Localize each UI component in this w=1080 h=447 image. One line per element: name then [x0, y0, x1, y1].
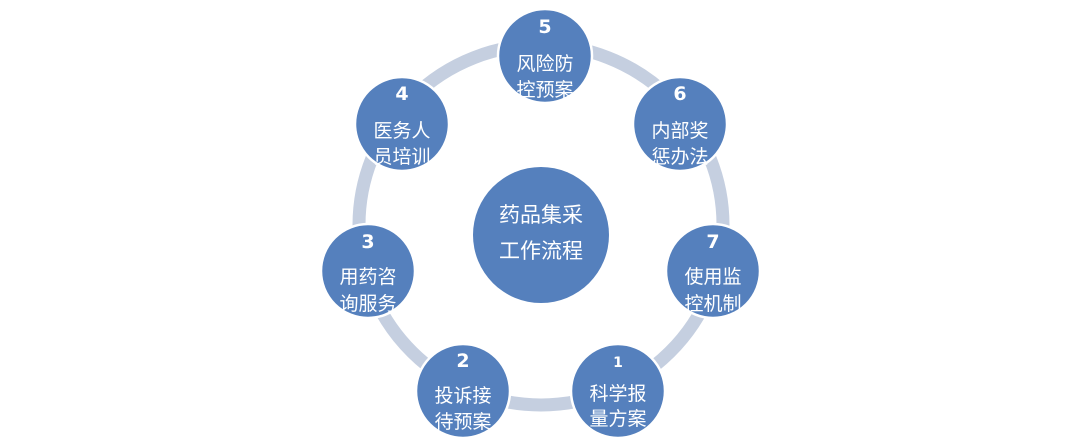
step-circle	[353, 75, 451, 173]
step-circle	[414, 342, 512, 440]
step-number: 7	[706, 231, 719, 253]
step-node-1: 1 科学报 量方案	[569, 342, 667, 440]
step-label-line1: 使用监	[684, 266, 741, 288]
step-number: 2	[456, 350, 469, 372]
center-circle	[473, 167, 609, 303]
step-number: 3	[361, 231, 374, 253]
step-node-6: 6 内部奖 惩办法	[631, 75, 729, 173]
step-circle	[496, 7, 594, 105]
center-title-line2: 工作流程	[499, 239, 583, 263]
step-label-line2: 待预案	[434, 411, 491, 433]
step-circle	[664, 222, 762, 320]
step-number: 6	[673, 83, 686, 105]
step-circle	[569, 342, 667, 440]
step-label-line1: 风险防	[516, 53, 573, 75]
step-label-line1: 投诉接	[434, 385, 491, 407]
step-number: 4	[395, 83, 408, 105]
step-label-line1: 科学报	[589, 383, 646, 405]
step-label-line1: 内部奖	[651, 120, 708, 142]
step-node-4: 4 医务人 员培训	[353, 75, 451, 173]
step-label-line1: 用药咨	[339, 266, 396, 288]
step-label-line1: 医务人	[373, 120, 430, 142]
center-node: 药品集采 工作流程	[473, 167, 609, 303]
step-node-2: 2 投诉接 待预案	[414, 342, 512, 440]
center-title-line1: 药品集采	[499, 203, 583, 227]
step-node-5: 5 风险防 控预案	[496, 7, 594, 105]
step-label-line2: 控机制	[684, 293, 741, 315]
step-label-line2: 询服务	[339, 293, 396, 315]
step-label-line2: 员培训	[373, 146, 430, 168]
step-number: 5	[538, 16, 551, 38]
step-label-line2: 控预案	[516, 79, 573, 101]
step-circle	[631, 75, 729, 173]
step-label-line2: 惩办法	[651, 146, 708, 168]
step-label-line2: 量方案	[589, 408, 646, 430]
step-number: 1	[613, 355, 623, 371]
step-node-7: 7 使用监 控机制	[664, 222, 762, 320]
step-node-3: 3 用药咨 询服务	[319, 222, 417, 320]
step-circle	[319, 222, 417, 320]
